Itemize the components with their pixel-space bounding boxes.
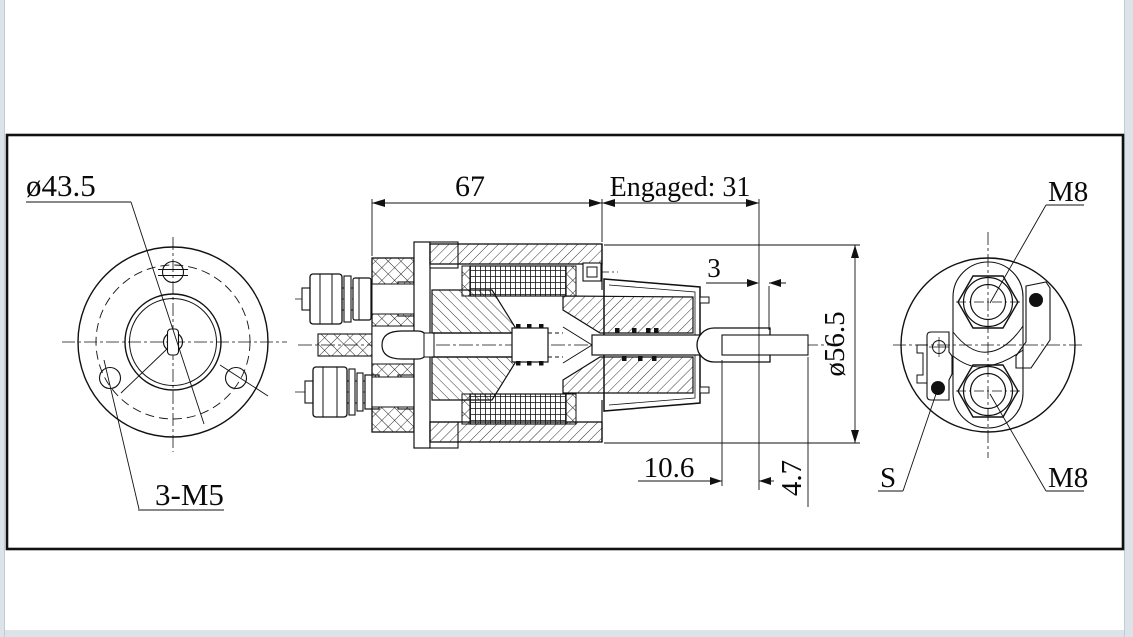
right-terminal-dot xyxy=(1029,293,1043,307)
push-rod xyxy=(591,334,701,356)
boot-spring-section xyxy=(615,328,659,361)
return-spring-section xyxy=(516,324,544,366)
dim-engaged: Engaged: 31 xyxy=(610,172,751,203)
s-terminal-dot xyxy=(931,381,945,395)
mounting-tab-left xyxy=(916,331,953,401)
right-edge-strip xyxy=(1125,0,1133,637)
terminal-label-bottom: M8 xyxy=(1048,462,1088,494)
lead-wire-strip xyxy=(317,333,375,357)
mounting-tab-right xyxy=(1015,281,1051,369)
section-view xyxy=(295,199,860,507)
front-holes-label: 3-M5 xyxy=(155,477,224,512)
terminal-label-top: M8 xyxy=(1048,176,1088,208)
shaft-collar xyxy=(511,327,549,363)
left-edge-strip xyxy=(0,0,4,637)
dim-total-length: 67 xyxy=(455,170,485,203)
front-flange-view xyxy=(26,201,287,511)
front-diameter-label: ø43.5 xyxy=(26,168,96,203)
rear-view xyxy=(878,204,1084,492)
terminal-nut-top xyxy=(957,275,1019,329)
shell-bottom xyxy=(429,421,603,443)
switch-terminal-label: S xyxy=(880,462,896,494)
dim-slot: 10.6 xyxy=(644,452,695,484)
clevis-pin xyxy=(721,334,809,356)
dimensions xyxy=(371,199,860,507)
plunger-core-bottom xyxy=(562,356,694,394)
dim-gap: 3 xyxy=(707,253,721,283)
shell-top xyxy=(429,243,603,265)
drawing-frame xyxy=(5,133,1125,551)
screw-hole-bottom-right xyxy=(219,364,269,397)
screw-hole-top xyxy=(158,260,188,284)
dim-body-diameter: ø56.5 xyxy=(819,311,851,376)
screw-hole-bottom-left xyxy=(98,366,122,390)
bottom-edge-strip xyxy=(0,630,1133,637)
dim-pin: 4.7 xyxy=(776,460,808,496)
moving-contact xyxy=(381,330,429,360)
